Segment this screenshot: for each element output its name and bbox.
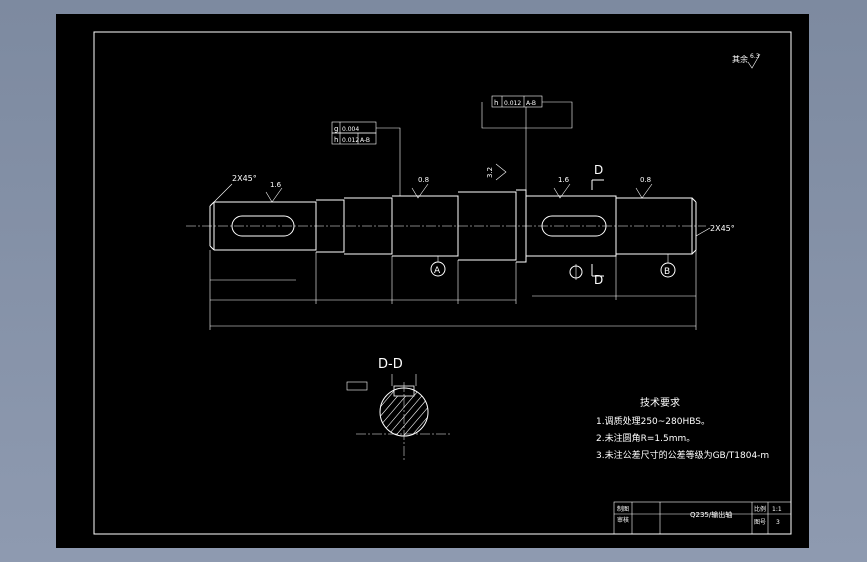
title-block-part-name: Q235/输出轴 [690, 510, 732, 519]
title-block: 制图 审核 Q235/输出轴 比例 1:1 图号 3 [613, 501, 792, 535]
roughness-symbol-icon [747, 53, 761, 69]
svg-text:1.6: 1.6 [558, 176, 570, 184]
svg-text:0.012: 0.012 [342, 137, 359, 144]
svg-text:0.8: 0.8 [640, 176, 651, 184]
dimension-lines [209, 250, 697, 330]
svg-text:3.2: 3.2 [486, 167, 494, 178]
tech-req-title: 技术要求 [640, 396, 680, 409]
tech-req-item-1: 1.调质处理250~280HBS。 [596, 415, 710, 427]
title-block-scale-value: 1:1 [772, 506, 782, 513]
svg-text:1.6: 1.6 [270, 181, 282, 189]
title-block-drawn: 制图 [617, 505, 629, 513]
datum-a: A [434, 266, 441, 276]
section-view [346, 374, 452, 462]
roughness-note-value: 6.3 [750, 53, 760, 60]
section-mark-bottom: D [594, 273, 603, 287]
chamfer-right-label: 2X45° [710, 224, 735, 233]
roughness-note: 其余 [732, 54, 748, 64]
svg-text:A-B: A-B [526, 100, 536, 107]
svg-text:h: h [334, 136, 338, 144]
section-title: D-D [378, 357, 403, 372]
tolerance-frame-left: g 0.004 h 0.012 A-B [331, 121, 401, 196]
keyway-right [541, 215, 607, 237]
drawing-border [93, 31, 792, 535]
title-block-sheet-label: 图号 [754, 519, 766, 526]
chamfer-left-label: 2X45° [232, 174, 257, 183]
section-mark-top: D [594, 163, 603, 177]
svg-text:0.8: 0.8 [418, 176, 429, 184]
svg-text:g: g [334, 125, 338, 133]
svg-text:h: h [494, 99, 498, 107]
shaft-outline [209, 189, 697, 263]
tech-req-item-3: 3.未注公差尺寸的公差等级为GB/T1804-m [596, 449, 769, 461]
svg-text:0.012: 0.012 [504, 100, 521, 107]
keyway-left [231, 215, 295, 237]
title-block-scale-label: 比例 [754, 505, 766, 513]
svg-text:0.004: 0.004 [342, 126, 359, 133]
datum-b: B [664, 267, 670, 277]
shaft-drawing: 其余 6.3 2X45° 2X45° 1.6 0.8 [93, 31, 792, 535]
tolerance-frame-top: h 0.012 A-B [481, 95, 573, 192]
title-block-checked: 审核 [617, 516, 629, 524]
tech-req-item-2: 2.未注圆角R=1.5mm。 [596, 432, 695, 444]
drawing-canvas: 其余 6.3 2X45° 2X45° 1.6 0.8 [56, 14, 809, 548]
roughness-marks: 1.6 0.8 1.6 0.8 3.2 [265, 163, 653, 203]
svg-text:A-B: A-B [360, 137, 370, 144]
title-block-sheet-value: 3 [776, 519, 780, 526]
